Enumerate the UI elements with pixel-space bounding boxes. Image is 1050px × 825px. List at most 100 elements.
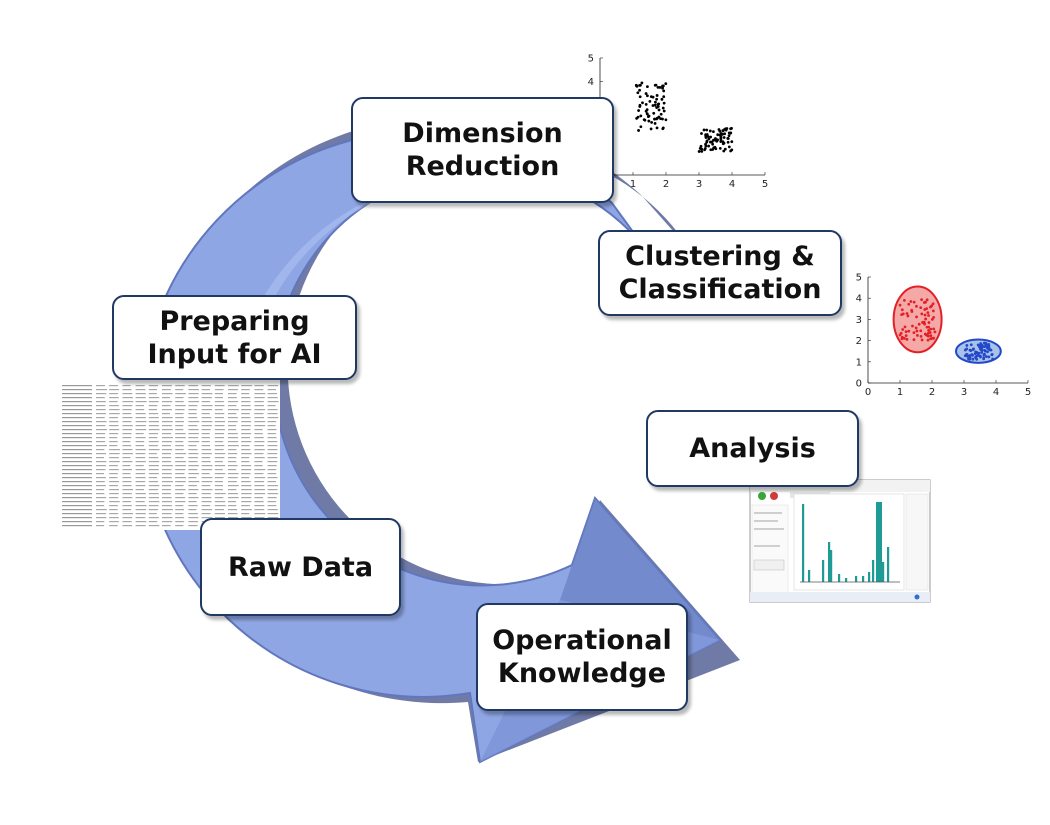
sheet-cell	[96, 509, 107, 511]
sheet-cell	[148, 465, 159, 467]
sheet-cell	[228, 433, 238, 435]
sheet-cell	[96, 449, 105, 451]
scatter-point	[920, 298, 923, 302]
sheet-cell	[148, 453, 157, 455]
sheet-cell	[175, 397, 184, 399]
sheet-cell	[201, 417, 212, 419]
sheet-cell	[228, 413, 237, 415]
sheet-cell	[241, 445, 250, 447]
sheet-cell	[175, 513, 184, 515]
scatter-point	[660, 97, 664, 101]
sheet-cell	[62, 501, 92, 503]
sheet-cell	[109, 485, 118, 487]
scatter-point	[980, 351, 984, 354]
sheet-cell	[214, 489, 223, 491]
sheet-cell	[148, 401, 159, 403]
sheet-cell	[201, 445, 211, 447]
sheet-cell	[267, 421, 277, 423]
sheet-cell	[241, 405, 251, 407]
sheet-cell	[162, 465, 173, 467]
scatter-point	[661, 86, 664, 90]
sheet-cell	[267, 513, 279, 515]
sheet-cell	[109, 445, 118, 447]
sheet-cell	[214, 401, 224, 403]
sheet-cell	[109, 505, 118, 507]
sheet-cell	[175, 429, 184, 431]
sheet-cell	[267, 405, 276, 407]
sheet-cell	[162, 417, 173, 419]
x-tick-label: 3	[696, 179, 702, 190]
sheet-cell	[175, 453, 187, 455]
sheet-cell	[62, 521, 92, 523]
sheet-cell	[188, 509, 197, 511]
scatter-point	[726, 137, 730, 140]
sheet-cell	[201, 477, 213, 479]
sheet-cell	[162, 493, 171, 495]
sheet-cell	[201, 401, 211, 403]
sheet-cell	[214, 505, 226, 507]
scatter-point	[722, 141, 726, 145]
sheet-cell	[148, 477, 158, 479]
scatter-point	[714, 147, 718, 151]
sheet-cell	[254, 493, 266, 495]
scatter-point	[664, 118, 668, 122]
sheet-cell	[175, 409, 185, 411]
sheet-cell	[175, 465, 186, 467]
sheet-cell	[135, 429, 147, 431]
sheet-cell	[122, 525, 133, 527]
scatter-point	[646, 115, 650, 119]
scatter-point	[903, 298, 906, 302]
sheet-cell	[254, 409, 266, 411]
sheet-cell	[214, 405, 225, 407]
analysis-bar	[830, 550, 833, 582]
sheet-cell	[201, 385, 211, 387]
scatter-point	[642, 118, 646, 121]
scatter-point	[657, 108, 661, 112]
y-tick-label: 5	[856, 273, 862, 284]
cluster-ellipse	[892, 285, 943, 354]
sheet-cell	[109, 393, 119, 395]
scatter-point	[635, 84, 639, 88]
sheet-cell	[267, 469, 277, 471]
sheet-cell	[188, 481, 200, 483]
preparing-input-line-1: Preparing	[159, 305, 310, 337]
sheet-cell	[241, 509, 252, 511]
sheet-cell	[122, 513, 134, 515]
scatter-point	[926, 311, 930, 315]
scatter-point	[722, 136, 726, 139]
sheet-cell	[228, 401, 239, 403]
sheet-cell	[62, 493, 92, 495]
analysis-bar	[822, 560, 825, 582]
scatter-point	[906, 314, 910, 318]
sheet-cell	[254, 401, 264, 403]
scatter-point	[657, 102, 661, 106]
sheet-cell	[241, 409, 252, 411]
sheet-cell	[122, 401, 134, 403]
sheet-cell	[162, 501, 173, 503]
sheet-cell	[201, 421, 213, 423]
sheet-cell	[228, 437, 239, 439]
sheet-cell	[162, 509, 173, 511]
scatter-point	[700, 132, 703, 135]
sheet-cell	[254, 389, 264, 391]
sheet-cell	[188, 433, 199, 435]
sheet-cell	[188, 385, 199, 387]
scatter-point	[719, 140, 723, 143]
scatter-point	[927, 325, 931, 329]
sheet-cell	[96, 401, 106, 403]
sheet-cell	[135, 509, 147, 511]
sheet-cell	[96, 421, 107, 423]
sheet-cell	[109, 425, 119, 427]
scatter-point	[662, 101, 666, 105]
operational-knowledge-line-1: Operational	[492, 625, 672, 656]
sheet-cell	[241, 385, 253, 387]
sheet-cell	[214, 457, 225, 459]
scatter-point	[730, 148, 734, 152]
scatter-point	[730, 140, 734, 144]
scatter-point	[915, 329, 919, 333]
sheet-cell	[175, 421, 184, 423]
sheet-cell	[175, 517, 185, 519]
sheet-cell	[148, 445, 158, 447]
scatter-point	[661, 106, 665, 110]
sheet-cell	[214, 409, 223, 411]
